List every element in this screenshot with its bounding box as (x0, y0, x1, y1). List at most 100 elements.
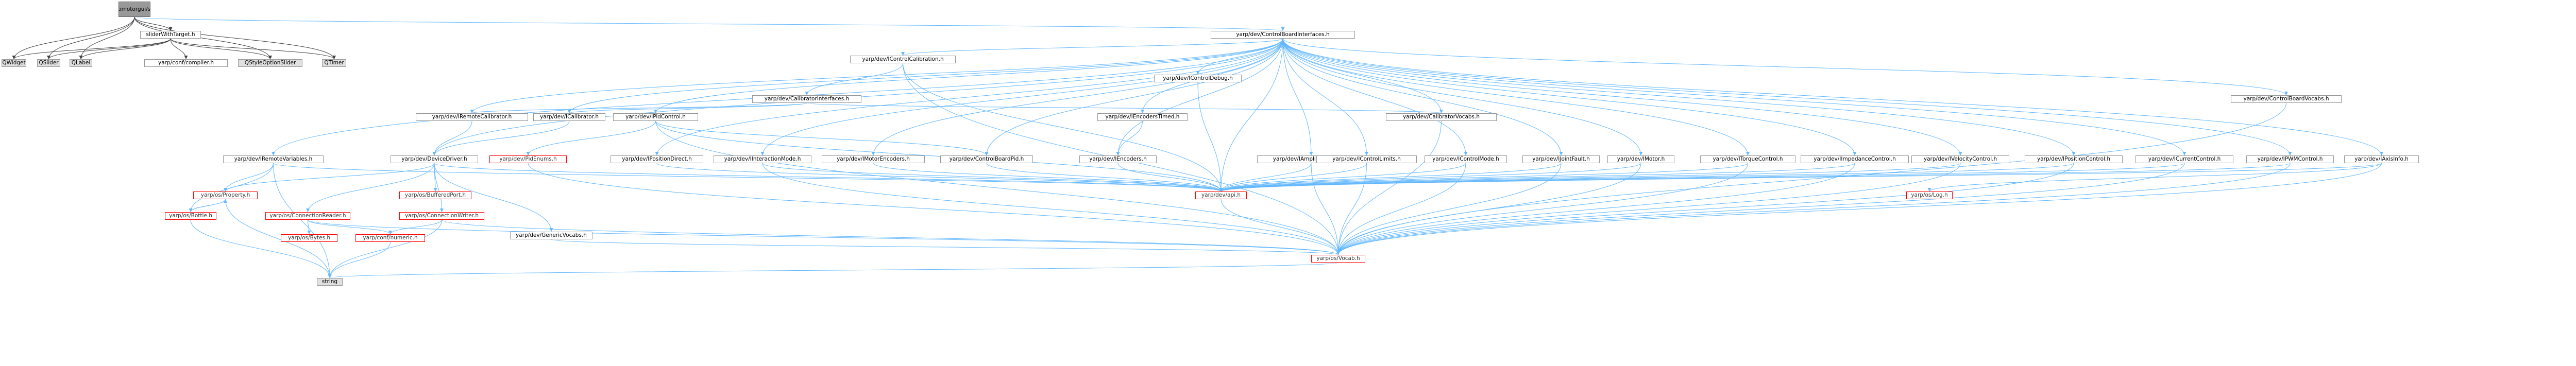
node-ipositiondirect[interactable]: yarp/dev/IPositionDirect.h (611, 155, 703, 163)
node-qlabel: QLabel (70, 59, 92, 67)
edge-dd-to-genvoc (434, 163, 553, 232)
node-genericvocabs[interactable]: yarp/dev/GenericVocabs.h (510, 232, 592, 239)
edge-cbi-to-iim (760, 38, 1283, 156)
edge-icc-to-calif (805, 63, 903, 96)
edge-vocab-to-string (328, 262, 1338, 278)
edge-genvoc-to-vocab (551, 239, 1340, 255)
edge-icl-to-devapi (1219, 163, 1367, 192)
edge-ijf-to-devapi (1219, 163, 1562, 192)
edge-iimp-to-devapi (1219, 163, 1855, 192)
edge-bottle-to-prop (190, 199, 227, 213)
node-log[interactable]: yarp/os/Log.h (1906, 191, 1953, 199)
node-controlboardpid[interactable]: yarp/dev/ControlBoardPid.h (940, 155, 1033, 163)
node-ivelocitycontrol[interactable]: yarp/dev/IVelocityControl.h (1911, 155, 2009, 163)
edge-cbi-to-icc (901, 38, 1283, 56)
edge-iimp-to-vocab (1336, 163, 1855, 255)
edge-cbi-to-itc (1282, 38, 1750, 156)
edge-cbi-to-iamp (1282, 38, 1313, 156)
node-ipwmcontrol[interactable]: yarp/dev/IPWMControl.h (2246, 155, 2334, 163)
edge-connw-to-string (328, 219, 442, 278)
node-controlboardinterfaces[interactable]: yarp/dev/ControlBoardInterfaces.h (1211, 31, 1355, 39)
edge-ical-to-dd (432, 120, 570, 156)
edge-cbi-to-ijf (1282, 38, 1563, 156)
node-iimpedancecontrol[interactable]: yarp/dev/IImpedanceControl.h (1801, 155, 1909, 163)
edge-root-to-qlabel (79, 16, 135, 60)
edge-iaxis-to-devapi (1219, 163, 2382, 192)
edge-iaxis-to-vocab (1336, 163, 2382, 255)
node-iaxisinfo[interactable]: yarp/dev/IAxisInfo.h (2344, 155, 2419, 163)
node-icurrentcontrol[interactable]: yarp/dev/ICurrentControl.h (2136, 155, 2233, 163)
edge-cbi-to-calvoc (1282, 38, 1443, 114)
edge-cbi-to-ienc (1116, 38, 1283, 156)
edge-cbi-to-iaxis (1282, 38, 2383, 156)
node-icontrolmode[interactable]: yarp/dev/IControlMode.h (1425, 155, 1507, 163)
node-icontroldebug[interactable]: yarp/dev/IControlDebug.h (1154, 75, 1242, 82)
edge-itc-to-devapi (1219, 163, 1748, 192)
edge-ivc-to-devapi (1219, 163, 1961, 192)
node-ipositioncontrol[interactable]: yarp/dev/IPositionControl.h (2025, 155, 2123, 163)
node-itorquecontrol[interactable]: yarp/dev/ITorqueControl.h (1700, 155, 1795, 163)
edge-cbi-to-ime (871, 38, 1283, 156)
edge-imot-to-vocab (1336, 163, 1641, 255)
node-bytes[interactable]: yarp/os/Bytes.h (281, 234, 337, 242)
edge-cbi-to-cbvocab (1282, 38, 2288, 96)
node-icalibrator[interactable]: yarp/dev/ICalibrator.h (533, 113, 605, 121)
edge-irv-to-devapi (273, 163, 1223, 192)
edge-swt-to-qlabel (79, 38, 171, 60)
edge-ipid-to-cbpid (655, 120, 989, 156)
edge-cbi-to-icur (1282, 38, 2187, 156)
edge-root-to-qslider (47, 16, 135, 60)
node-bufferedport[interactable]: yarp/os/BufferedPort.h (399, 191, 471, 199)
node-connectionwriter[interactable]: yarp/os/ConnectionWriter.h (399, 212, 484, 220)
node-calibratorinterfaces[interactable]: yarp/dev/CalibratorInterfaces.h (752, 95, 861, 103)
edge-cbi-to-iimp (1282, 38, 1857, 156)
node-pidenums[interactable]: yarp/dev/PidEnums.h (489, 155, 567, 163)
node-controlboardvocabs[interactable]: yarp/dev/ControlBoardVocabs.h (2231, 95, 2342, 103)
edge-swt-to-yarpconf (170, 38, 188, 60)
node-conf-numeric[interactable]: yarp/conf/numeric.h (355, 234, 425, 242)
node-iencoderstimed[interactable]: yarp/dev/IEncodersTimed.h (1097, 113, 1188, 121)
node-property[interactable]: yarp/os/Property.h (193, 191, 258, 199)
edge-cbpid-to-devapi (986, 163, 1223, 192)
node-yarp-conf-compiler[interactable]: yarp/conf/compiler.h (144, 59, 228, 67)
node-string: string (317, 278, 343, 286)
node-calibratorvocabs[interactable]: yarp/dev/CalibratorVocabs.h (1386, 113, 1497, 121)
node-connectionreader[interactable]: yarp/os/ConnectionReader.h (265, 212, 350, 220)
edge-calvoc-to-vocab (1336, 120, 1442, 255)
edge-numeric-to-string (328, 241, 391, 278)
edge-icd-to-devapi (1197, 82, 1223, 192)
edge-root-to-qstyle (134, 16, 272, 60)
edge-connw-to-vocab (442, 219, 1340, 255)
edge-itc-to-vocab (1336, 163, 1748, 255)
edge-connw-to-numeric (388, 219, 442, 235)
node-icontrollimits[interactable]: yarp/dev/IControlLimits.h (1316, 155, 1417, 163)
node-iencoders[interactable]: yarp/dev/IEncoders.h (1079, 155, 1157, 163)
node-iinteractionmode[interactable]: yarp/dev/IInteractionMode.h (714, 155, 811, 163)
node-qwidget: QWidget (2, 59, 26, 67)
edge-layer (12, 16, 2383, 278)
node-vocab[interactable]: yarp/os/Vocab.h (1311, 255, 1365, 263)
edge-ipid-to-pidenums (526, 120, 656, 156)
node-imotorencoders[interactable]: yarp/dev/IMotorEncoders.h (822, 155, 925, 163)
edge-connr-to-numeric (308, 219, 392, 235)
node-sliderwithtarget[interactable]: sliderWithTarget.h (140, 31, 201, 39)
node-ijointfault[interactable]: yarp/dev/IJointFault.h (1522, 155, 1600, 163)
node-iremotecalibrator[interactable]: yarp/dev/IRemoteCalibrator.h (416, 113, 528, 121)
edge-iamp-to-vocab (1311, 163, 1340, 255)
node-devicedriver[interactable]: yarp/dev/DeviceDriver.h (391, 155, 478, 163)
node-imotor[interactable]: yarp/dev/IMotor.h (1607, 155, 1674, 163)
edge-calif-to-calvoc (806, 102, 1443, 114)
node-bottle[interactable]: yarp/os/Bottle.h (165, 212, 216, 220)
node-icontrolcalibration[interactable]: yarp/dev/IControlCalibration.h (850, 56, 956, 63)
node-dev-api[interactable]: yarp/dev/api.h (1195, 191, 1247, 199)
edge-dd-to-connw (434, 163, 444, 213)
edge-ipwm-to-devapi (1219, 163, 2291, 192)
edge-ipc-to-vocab (1336, 163, 2074, 255)
node-iremotevariables[interactable]: yarp/dev/IRemoteVariables.h (223, 155, 324, 163)
edge-prop-to-string (225, 199, 332, 278)
node-ipidcontrol[interactable]: yarp/dev/IPidControl.h (613, 113, 698, 121)
edge-dd-to-devapi (434, 163, 1223, 192)
edge-cbi-to-icm (1282, 38, 1468, 156)
node-root[interactable]: src/gui/yarpmotorgui/sliderdem.h (118, 2, 150, 17)
